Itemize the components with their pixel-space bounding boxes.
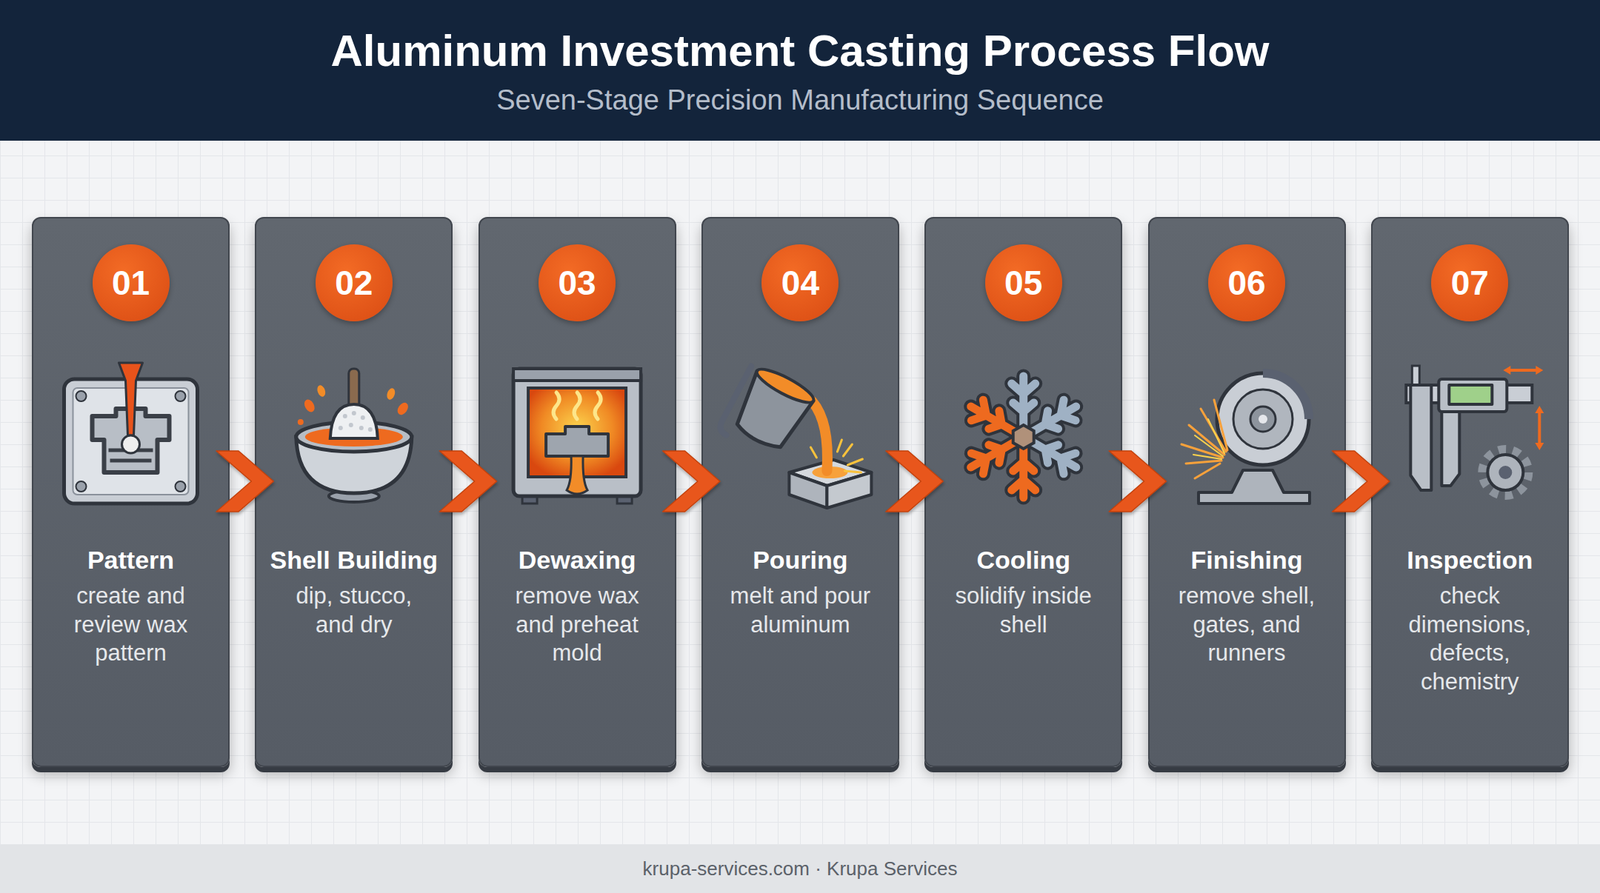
step-title: Dewaxing [480,541,675,579]
step-card: Dewaxingremove wax and preheat mold 03 [478,217,677,768]
step-card: Coolingsolidify inside shell 05 [924,217,1123,768]
step-number-circle: 04 [761,244,839,322]
card-text-area: Pouringmelt and pour aluminum [702,541,898,640]
step-description: dip, stucco, and dry [278,582,430,640]
step-title: Cooling [925,541,1121,579]
step-number: 01 [111,264,150,302]
step-number: 02 [334,264,373,302]
card-text-area: Inspectioncheck dimensions, defects, che… [1372,541,1568,697]
step-number-circle: 05 [985,244,1063,322]
step-description: check dimensions, defects, chemistry [1394,582,1546,697]
card-text-area: Finishingremove shell, gates, and runner… [1149,541,1345,669]
step-description: melt and pour aluminum [724,582,876,640]
card-text-area: Dewaxingremove wax and preheat mold [480,541,675,669]
step-description: solidify inside shell [948,582,1100,640]
step-number-circle: 06 [1208,244,1286,322]
step-number: 03 [558,264,597,302]
step-title: Pouring [702,541,898,579]
step-number: 07 [1451,264,1489,302]
step-number: 06 [1227,264,1266,302]
step-card: Pouringmelt and pour aluminum 04 [701,217,900,768]
step-title: Inspection [1372,541,1568,579]
step-title: Finishing [1149,541,1345,579]
step-card: Patterncreate and review wax pattern 01 [31,217,230,768]
card-text-area: Coolingsolidify inside shell [925,541,1121,640]
page-title: Aluminum Investment Casting Process Flow [0,22,1600,80]
step-description: create and review wax pattern [55,582,207,669]
step-number: 05 [1004,264,1043,302]
step-card: Finishingremove shell, gates, and runner… [1148,217,1346,768]
step-number-circle: 03 [538,244,616,322]
step-card: Inspectioncheck dimensions, defects, che… [1371,217,1569,768]
card-text-area: Patterncreate and review wax pattern [33,541,229,669]
footer-credit: krupa-services.com · Krupa Services [0,845,1600,893]
step-number-circle: 01 [92,244,170,322]
step-description: remove wax and preheat mold [501,582,653,669]
step-title: Shell Building [256,541,452,579]
page-subtitle: Seven-Stage Precision Manufacturing Sequ… [0,83,1600,117]
step-number-circle: 02 [315,244,393,322]
step-card: Shell Buildingdip, stucco, and dry 02 [254,217,453,768]
card-text-area: Shell Buildingdip, stucco, and dry [256,541,452,640]
step-number: 04 [781,264,820,302]
step-title: Pattern [33,541,229,579]
step-number-circle: 07 [1431,244,1509,322]
step-description: remove shell, gates, and runners [1171,582,1323,669]
